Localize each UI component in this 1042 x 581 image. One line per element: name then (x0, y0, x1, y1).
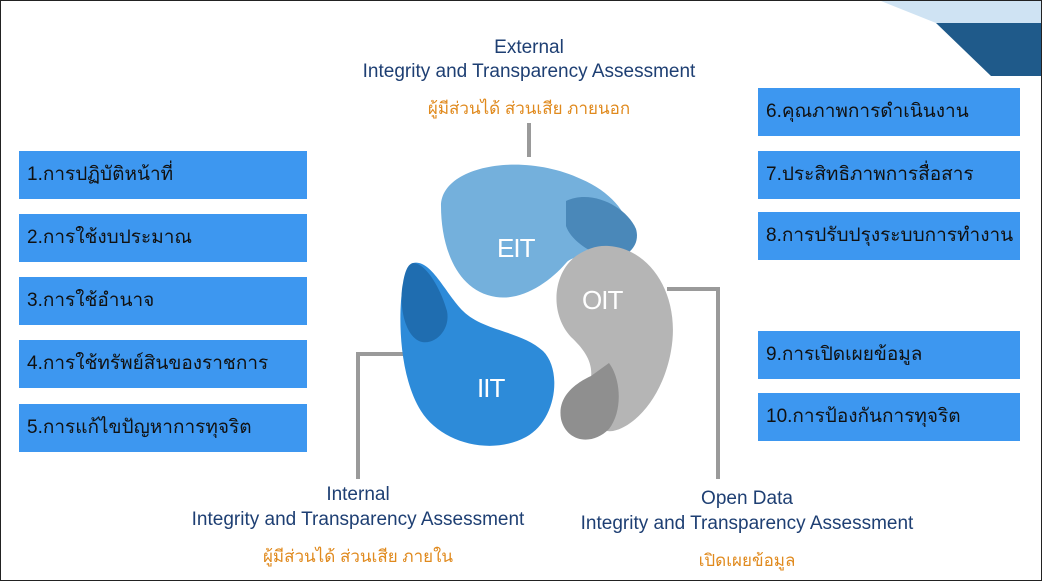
iit-item-6: 6.คุณภาพการดำเนินงาน (758, 88, 1020, 136)
open-subtitle: Integrity and Transparency Assessment (580, 513, 914, 534)
oit-petal-fold (560, 363, 619, 440)
oit-petal (556, 245, 673, 432)
corner-decoration (881, 1, 1041, 76)
internal-title: Internal (326, 484, 390, 505)
iit-label: IIT (477, 373, 505, 403)
eit-item-5: 5.การแก้ไขปัญหาการทุจริต (19, 404, 307, 452)
eit-item-4: 4.การใช้ทรัพย์สินของราชการ (19, 340, 307, 388)
iit-connector-line (356, 352, 405, 479)
open-stakeholder: เปิดเผยข้อมูล (698, 551, 796, 570)
external-stakeholder: ผู้มีส่วนได้ ส่วนเสีย ภายนอก (427, 99, 631, 118)
oit-connector-line (667, 287, 720, 479)
external-subtitle: Integrity and Transparency Assessment (362, 61, 696, 82)
oit-item-10: 10.การป้องกันการทุจริต (758, 393, 1020, 441)
internal-subtitle: Integrity and Transparency Assessment (191, 509, 525, 530)
eit-item-2: 2.การใช้งบประมาณ (19, 214, 307, 262)
eit-label: EIT (497, 233, 535, 263)
iit-item-7: 7.ประสิทธิภาพการสื่อสาร (758, 151, 1020, 199)
internal-stakeholder: ผู้มีส่วนได้ ส่วนเสีย ภายใน (262, 547, 454, 566)
iit-item-8: 8.การปรับปรุงระบบการทำงาน (758, 212, 1020, 260)
open-title: Open Data (701, 488, 793, 509)
eit-item-3: 3.การใช้อำนาจ (19, 277, 307, 325)
eit-petal-fold (566, 197, 637, 258)
iit-petal-fold (401, 263, 448, 343)
eit-item-1: 1.การปฏิบัติหน้าที่ (19, 151, 307, 199)
oit-item-9: 9.การเปิดเผยข้อมูล (758, 331, 1020, 379)
oit-label: OIT (582, 285, 623, 315)
external-title: External (494, 37, 564, 58)
